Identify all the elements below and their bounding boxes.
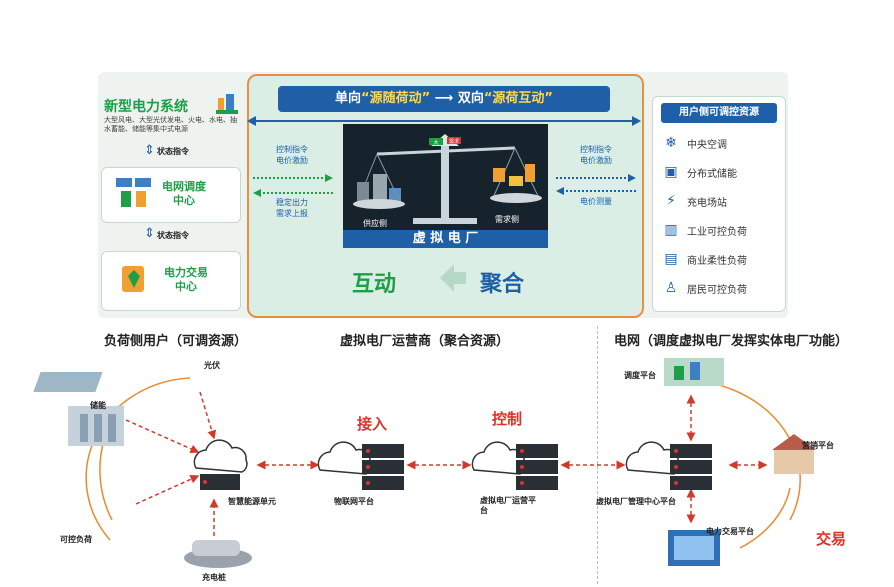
banner-mid: 双向 xyxy=(457,91,484,106)
residents-icon: ♙ xyxy=(664,280,678,296)
right-dotted-arrow xyxy=(556,168,636,187)
iot-platform-label: 物联网平台 xyxy=(334,497,374,506)
mgmt-center-label: 虚拟电厂管理中心平台 xyxy=(596,497,676,506)
interact-aggregate-arrow xyxy=(440,262,480,298)
pv-panel-graphic xyxy=(33,372,103,392)
left-dotted-arrow-back xyxy=(253,183,333,202)
resources-title: 用户侧可调控资源 xyxy=(679,107,759,118)
access-label: 接入 xyxy=(357,415,388,433)
updown-arrow-icon-2: ⇕ xyxy=(144,226,155,241)
scale-right-tag: 需求 xyxy=(448,139,459,145)
resource-label: 分布式储能 xyxy=(687,168,737,180)
marketing-platform-graphic xyxy=(772,434,816,474)
smart-energy-unit-label: 智慧能源单元 xyxy=(228,497,276,506)
scale-left-tag: 大 xyxy=(433,140,439,146)
banner-quote-2: “源荷互动” xyxy=(483,91,553,106)
banner-quote-1: “源随荷动” xyxy=(361,91,431,106)
left-bottom-label: 稳定出力 需求上报 xyxy=(276,198,308,218)
resource-item: ❄ 中央空调 xyxy=(663,135,727,151)
resources-title-bar: 用户侧可调控资源 xyxy=(661,103,777,123)
storage-label: 储能 xyxy=(90,401,106,410)
banner: 单向“源随荷动” ⟶ 双向“源荷互动” xyxy=(278,86,610,112)
right-bottom-label: 电价测量 xyxy=(580,197,612,206)
resource-label: 居民可控负荷 xyxy=(687,284,747,296)
trade-label: 交易 xyxy=(816,530,847,548)
trade-center-box: 电力交易 中心 xyxy=(101,251,241,311)
resource-item: ▣ 分布式储能 xyxy=(663,164,737,180)
section-title-operator: 虚拟电厂运营商（聚合资源） xyxy=(340,334,510,349)
section-title-load-side: 负荷侧用户（可调资源） xyxy=(104,334,248,349)
pv-label: 光伏 xyxy=(204,361,220,370)
dispatch-platform-graphic xyxy=(664,358,724,386)
resource-label: 商业柔性负荷 xyxy=(687,255,747,267)
charging-icon: ⚡ xyxy=(666,193,676,209)
updown-arrow-icon: ⇕ xyxy=(144,143,155,158)
power-plant-icon xyxy=(216,92,238,114)
left-top-label: 控制指令 电价激励 xyxy=(276,145,308,165)
server-cloud-graphics xyxy=(193,439,712,490)
trade-center-label: 电力交易 中心 xyxy=(164,266,208,293)
marketing-platform-label: 营销平台 xyxy=(802,441,834,450)
charger-graphic xyxy=(184,540,252,568)
right-dotted-arrow-back xyxy=(556,181,636,200)
storage-graphic xyxy=(68,406,124,446)
trade-center-icon xyxy=(120,262,148,298)
control-label: 控制 xyxy=(492,410,523,428)
controllable-load-label: 可控负荷 xyxy=(60,535,92,544)
factory-icon: ▥ xyxy=(664,222,678,238)
operator-platform-label: 虚拟电厂运营平 台 xyxy=(480,496,536,515)
vpp-scale-image: 大 需求 供应侧 需求侧 xyxy=(343,124,548,236)
aggregate-text: 聚合 xyxy=(480,272,525,297)
vpp-label: 虚 拟 电 厂 xyxy=(412,231,479,246)
trade-platform-graphic xyxy=(668,530,720,566)
supply-side-label: 供应侧 xyxy=(363,219,387,228)
resource-label: 工业可控负荷 xyxy=(687,226,747,238)
status-command-label-2: 状态指令 xyxy=(157,231,189,240)
resources-panel: 用户侧可调控资源 ❄ 中央空调 ▣ 分布式储能 ⚡ 充电场站 ▥ 工业可控负荷 ▤ 商业柔… xyxy=(652,96,786,312)
dispatch-center-box: 电网调度 中心 xyxy=(101,167,241,223)
resource-item: ▥ 工业可控负荷 xyxy=(663,222,747,238)
resource-item: ♙ 居民可控负荷 xyxy=(663,280,747,296)
banner-prefix: 单向 xyxy=(335,91,362,106)
right-top-label: 控制指令 电价激励 xyxy=(580,145,612,165)
double-arrow-line xyxy=(247,112,641,131)
charger-label: 充电桩 xyxy=(202,573,226,582)
dispatch-center-label: 电网调度 中心 xyxy=(162,180,206,207)
dispatch-screen-icon xyxy=(116,178,152,212)
new-power-system-title: 新型电力系统 xyxy=(104,99,188,115)
resource-label: 充电场站 xyxy=(687,197,727,209)
status-command-label-1: 状态指令 xyxy=(157,147,189,156)
new-power-system-desc: 大型风电、大型光伏发电、火电、水电、抽水蓄能、储能等集中式电源 xyxy=(104,116,237,133)
dispatch-platform-label: 调度平台 xyxy=(624,371,656,380)
storage-icon: ▣ xyxy=(664,164,678,180)
demand-side-label: 需求侧 xyxy=(495,215,519,224)
left-dotted-arrow xyxy=(253,168,333,187)
section-divider xyxy=(597,326,598,584)
new-power-system-block: 新型电力系统 大型风电、大型光伏发电、火电、水电、抽水蓄能、储能等集中式电源 xyxy=(104,94,242,142)
air-conditioner-icon: ❄ xyxy=(665,135,677,151)
right-arrow-icon: ⟶ xyxy=(434,91,454,106)
interact-text: 互动 xyxy=(352,272,397,297)
trade-platform-label: 电力交易平台 xyxy=(706,527,754,536)
resource-label: 中央空调 xyxy=(687,139,727,151)
building-icon: ▤ xyxy=(664,251,678,267)
section-title-grid: 电网（调度虚拟电厂发挥实体电厂功能） xyxy=(614,334,849,349)
vpp-label-bar: 虚 拟 电 厂 xyxy=(343,230,548,248)
resource-item: ⚡ 充电场站 xyxy=(663,193,727,209)
resource-item: ▤ 商业柔性负荷 xyxy=(663,251,747,267)
